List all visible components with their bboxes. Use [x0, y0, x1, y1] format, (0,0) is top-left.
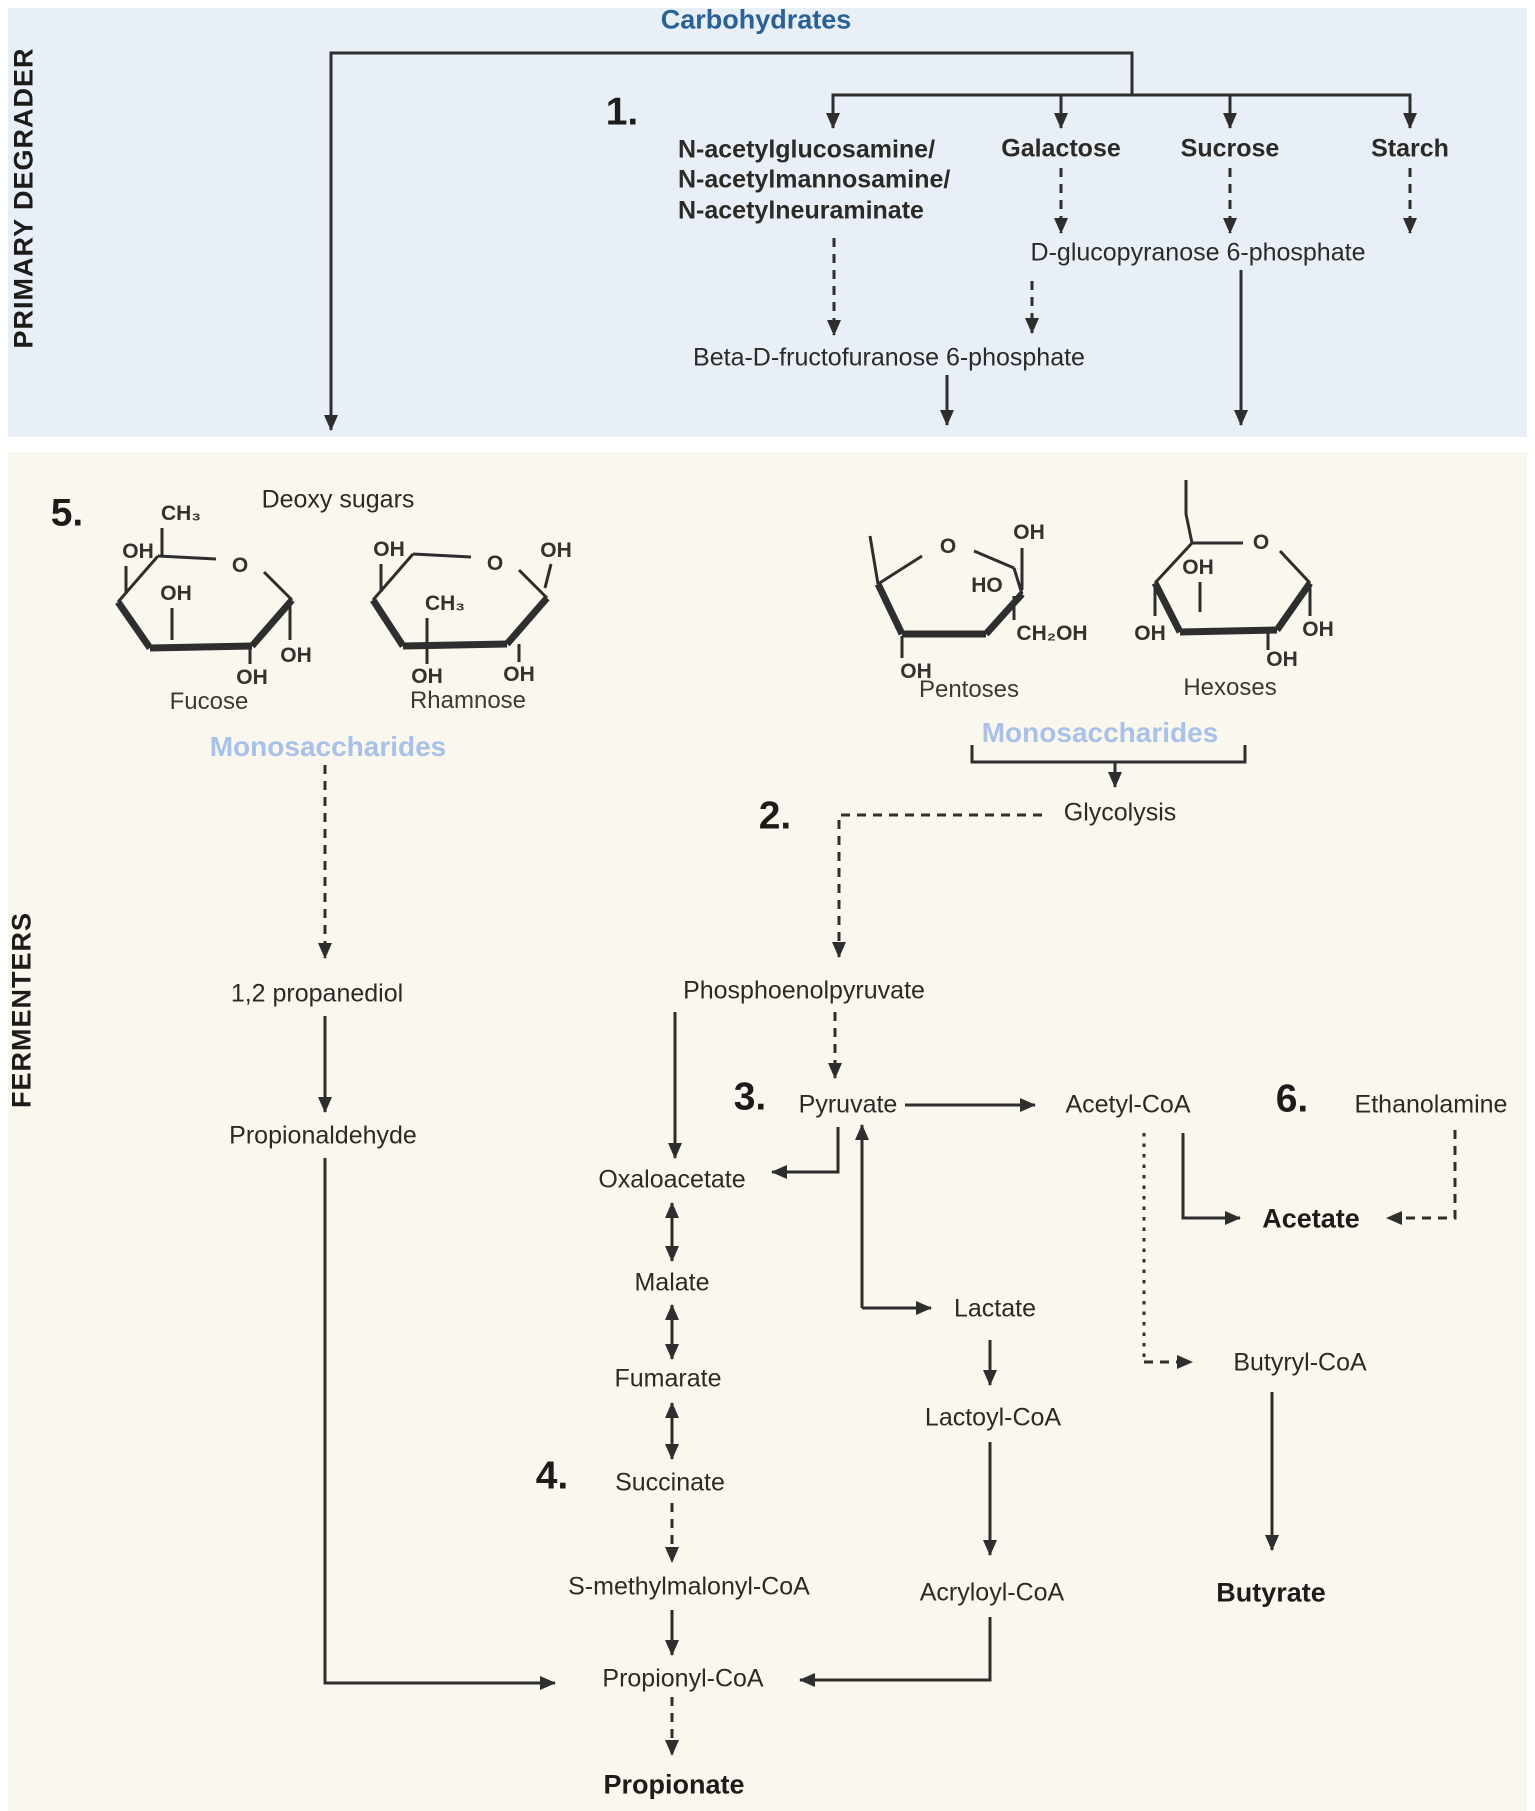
- node-nacetylglucosamine: N-acetylglucosamine/: [678, 135, 936, 164]
- fermenters-panel: [8, 452, 1527, 1811]
- sugar-structures: [115, 480, 1313, 664]
- node-propionylcoa: Propionyl-CoA: [602, 1664, 764, 1693]
- node-lactate: Lactate: [953, 1294, 1037, 1323]
- step-3-label: 3.: [733, 1075, 767, 1119]
- pentose-ch2oh-label: CH₂OH: [1016, 621, 1088, 645]
- node-fumarate: Fumarate: [614, 1364, 722, 1393]
- primary-degrader-panel: [8, 8, 1527, 437]
- arrow-acetylcoa-to-acetate: [1181, 1133, 1241, 1225]
- fucose-oh-topleft-label: OH: [122, 539, 154, 563]
- node-lactoylcoa: Lactoyl-CoA: [924, 1403, 1062, 1432]
- node-nacetylmannosamine: N-acetylmannosamine/: [678, 165, 951, 194]
- fucose-ch3-label: CH₃: [160, 501, 202, 525]
- fermenter-arrows: [318, 745, 1457, 1756]
- node-propionaldehyde: Propionaldehyde: [229, 1121, 417, 1150]
- node-propionate: Propionate: [603, 1769, 745, 1800]
- fucose-oh-right-label: OH: [280, 643, 312, 667]
- node-glycolysis: Glycolysis: [1063, 798, 1177, 827]
- node-butyrylcoa: Butyryl-CoA: [1233, 1348, 1367, 1377]
- node-dglucopyranose: D-glucopyranose 6-phosphate: [1030, 238, 1366, 267]
- hexose-oh-inner-label: OH: [1182, 555, 1214, 579]
- node-butyrate: Butyrate: [1216, 1577, 1326, 1608]
- node-starch: Starch: [1371, 134, 1449, 163]
- label-fucose: Fucose: [169, 688, 249, 716]
- pentose-ho-inner-label: HO: [971, 573, 1003, 597]
- monosaccharide-bracket: [970, 745, 1247, 764]
- node-acetylcoa: Acetyl-CoA: [1065, 1090, 1191, 1119]
- arrow-ethanolamine-to-acetate: [1386, 1130, 1457, 1225]
- label-deoxy-sugars: Deoxy sugars: [261, 485, 415, 514]
- pentose-oh-topright-label: OH: [1013, 520, 1045, 544]
- fucose-ring-o-label: O: [231, 553, 249, 577]
- rhamnose-ring-o-label: O: [486, 551, 504, 575]
- rhamnose-oh-bottomleft-label: OH: [411, 664, 443, 688]
- step-1-label: 1.: [605, 90, 639, 134]
- pentose-ring-o-label: O: [939, 534, 957, 558]
- step-4-label: 4.: [535, 1454, 569, 1498]
- hexose-oh-bottomleft-label: OH: [1134, 621, 1166, 645]
- hexose-oh-right-label: OH: [1302, 617, 1334, 641]
- label-monosaccharides-left: Monosaccharides: [209, 730, 447, 762]
- fucose-oh-inner-label: OH: [160, 581, 192, 605]
- primary-degrader-arrows: [324, 51, 1417, 431]
- node-propanediol: 1,2 propanediol: [230, 979, 404, 1008]
- label-pentoses: Pentoses: [918, 676, 1020, 704]
- arrow-propionaldehyde-to-propionylcoa: [323, 1158, 556, 1690]
- node-ethanolamine: Ethanolamine: [1354, 1090, 1508, 1119]
- node-acetate: Acetate: [1262, 1203, 1360, 1234]
- section-label-fermenters: FERMENTERS: [6, 911, 37, 1109]
- hexoses-structure: [1151, 480, 1313, 650]
- pentoses-structure: [868, 535, 1025, 658]
- pentose-oh-bottomleft-label: OH: [900, 659, 932, 683]
- step-6-label: 6.: [1275, 1077, 1309, 1121]
- label-monosaccharides-right: Monosaccharides: [981, 716, 1219, 748]
- rhamnose-ch3-label: CH₃: [424, 591, 466, 615]
- fucose-structure: [115, 528, 295, 664]
- step-2-label: 2.: [758, 794, 792, 838]
- node-phosphoenolpyruvate: Phosphoenolpyruvate: [683, 976, 925, 1005]
- arrow-pyruvate-to-oxaloacetate: [771, 1127, 840, 1179]
- hexose-ring-o-label: O: [1252, 530, 1270, 554]
- node-malate: Malate: [634, 1268, 710, 1297]
- node-galactose: Galactose: [1001, 134, 1121, 163]
- arrow-glycolysis-to-pep: [832, 813, 1042, 958]
- step-5-label: 5.: [50, 491, 84, 535]
- node-acryloylcoa: Acryloyl-CoA: [919, 1578, 1065, 1607]
- section-label-primary-degrader: PRIMARY DEGRADER: [8, 47, 39, 349]
- rhamnose-oh-topleft-label: OH: [373, 537, 405, 561]
- title-carbohydrates: Carbohydrates: [660, 4, 852, 35]
- fucose-oh-bottom-label: OH: [236, 665, 268, 689]
- hexose-oh-bottom-label: OH: [1266, 647, 1298, 671]
- node-smethylmalonylcoa: S-methylmalonyl-CoA: [568, 1572, 810, 1601]
- label-hexoses: Hexoses: [1183, 674, 1277, 702]
- node-oxaloacetate: Oxaloacetate: [598, 1165, 746, 1194]
- label-rhamnose: Rhamnose: [409, 687, 527, 715]
- node-betad-fructofuranose: Beta-D-fructofuranose 6-phosphate: [693, 343, 1085, 372]
- node-succinate: Succinate: [615, 1468, 725, 1497]
- rhamnose-oh-topright-label: OH: [540, 538, 572, 562]
- arrow-acryloylcoa-to-propionylcoa: [799, 1617, 992, 1687]
- rhamnose-oh-bottomright-label: OH: [503, 662, 535, 686]
- node-sucrose: Sucrose: [1180, 134, 1280, 163]
- node-nacetylneuraminate: N-acetylneuraminate: [678, 196, 924, 225]
- node-pyruvate: Pyruvate: [798, 1090, 898, 1119]
- rhamnose-structure: [370, 552, 553, 664]
